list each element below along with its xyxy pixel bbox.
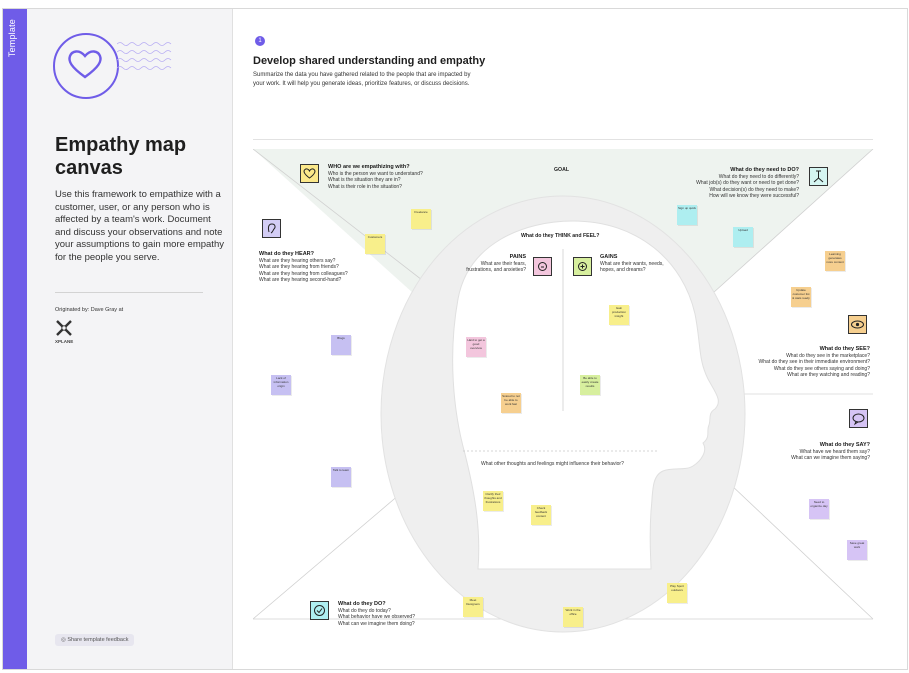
person-icon <box>300 164 319 183</box>
sticky-note[interactable]: Update customer list & stats ready <box>791 287 811 307</box>
who-title: WHO are we empathizing with? <box>328 164 410 170</box>
do-section: What do they DO? What do they do today? … <box>338 601 448 627</box>
do-line: What can we imagine them doing? <box>338 620 415 627</box>
hear-line: What are they hearing from colleagues? <box>259 270 348 277</box>
section-title: Develop shared understanding and empathy <box>253 55 486 67</box>
need-line: What do they need to do differently? <box>718 173 799 180</box>
header-divider <box>253 139 873 140</box>
hear-line: What are they hearing others say? <box>259 257 336 264</box>
sticky-note[interactable]: Work in the office <box>563 607 583 627</box>
template-frame: Template Empathy map canvas Use this fra… <box>2 8 908 670</box>
section-subtitle: Summarize the data you have gathered rel… <box>253 72 471 87</box>
sticky-note[interactable]: Meet Designers <box>463 597 483 617</box>
pains-title: PAINS <box>509 254 526 260</box>
template-label: Template <box>7 19 17 58</box>
say-line: What can we imagine them saying? <box>791 455 870 461</box>
sticky-note[interactable]: Lack of information origin <box>271 375 291 395</box>
hear-line: What are they hearing from friends? <box>259 264 339 270</box>
gains-title: GAINS <box>600 254 618 260</box>
see-line: What do they see others saying and doing… <box>773 365 870 372</box>
pain-face-icon <box>533 257 552 276</box>
xplane-logo-icon <box>56 320 72 336</box>
goal-label: GOAL <box>554 167 569 173</box>
other-thoughts-label: What other thoughts and feelings might i… <box>481 461 624 467</box>
sticky-note[interactable]: Be able to easily create results <box>580 375 600 395</box>
sticky-note[interactable]: Freelance <box>411 209 431 229</box>
need-line: How will we know they were successful? <box>709 193 799 199</box>
sticky-note[interactable]: Learning generates more content <box>825 251 845 271</box>
page-description: Use this framework to empathize with a c… <box>55 189 224 263</box>
head-silhouette <box>452 220 719 570</box>
say-line: What have we heard them say? <box>799 448 870 455</box>
empathy-map-canvas <box>253 149 874 633</box>
do-line: What behavior have we observed? <box>338 614 415 620</box>
sticky-note[interactable]: Save great work <box>847 540 867 560</box>
goal-flag-icon <box>809 167 828 186</box>
think-feel-label: What do they THINK and FEEL? <box>521 233 600 239</box>
hear-section: What do they HEAR? What are they hearing… <box>259 251 379 284</box>
see-line: What do they see in their immediate envi… <box>758 359 870 365</box>
who-line: Who is the person we want to understand? <box>328 170 423 177</box>
sticky-note[interactable]: Upload <box>733 227 753 247</box>
sticky-note[interactable]: Need to organize day <box>809 499 829 519</box>
need-title: What do they need to DO? <box>730 167 799 173</box>
sticky-note[interactable]: Sign up quick <box>677 205 697 225</box>
who-section: WHO are we empathizing with? Who is the … <box>328 164 458 190</box>
organizer-text: Originated by: Dave Gray at <box>55 307 124 313</box>
sticky-note[interactable]: Blogs <box>331 335 351 355</box>
see-line: What do they see in the marketplace? <box>786 352 870 359</box>
do-title: What do they DO? <box>338 601 386 607</box>
page-title: Empathy map canvas <box>55 134 187 179</box>
see-line: What are they watching and reading? <box>787 372 870 378</box>
see-section: What do they SEE? What do they see in th… <box>733 346 870 379</box>
speech-icon <box>849 409 868 428</box>
hear-line: What are they hearing second-hand? <box>259 277 342 283</box>
gain-face-icon <box>573 257 592 276</box>
who-line: What is their role in the situation? <box>328 183 402 190</box>
wave-decoration <box>117 42 172 70</box>
say-title: What do they SAY? <box>819 442 870 448</box>
left-panel: Empathy map canvas Use this framework to… <box>27 9 233 669</box>
sticky-note[interactable]: Play Sport outdoors <box>667 583 687 603</box>
xplane-logo-text: XPLANE <box>55 339 74 344</box>
ear-icon <box>262 219 281 238</box>
feedback-icon: ◎ <box>61 637 68 643</box>
divider <box>55 292 203 293</box>
sticky-note[interactable]: Check feedback content <box>531 505 551 525</box>
eye-icon <box>848 315 867 334</box>
template-rail: Template <box>3 9 27 669</box>
do-line: What do they do today? <box>338 607 391 614</box>
sticky-note[interactable]: Clarify their thoughts and frustrations <box>483 491 503 511</box>
need-section: What do they need to DO? What do they ne… <box>673 167 799 200</box>
sticky-note[interactable]: Gain production insight <box>609 305 629 325</box>
need-line: What decision(s) do they need to make? <box>709 186 800 193</box>
see-title: What do they SEE? <box>819 346 870 352</box>
sticky-note[interactable]: Scared to not be able to work fast <box>501 393 521 413</box>
pains-text: What are their fears, frustrations, and … <box>466 260 526 274</box>
gains-section: GAINS What are their wants, needs, hopes… <box>600 254 672 274</box>
heart-icon <box>53 33 119 99</box>
step-badge: 1 <box>255 36 265 46</box>
sticky-note[interactable]: Hard to get a good overview <box>466 337 486 357</box>
need-line: What job(s) do they want or need to get … <box>696 180 799 186</box>
pains-section: PAINS What are their fears, frustrations… <box>456 254 526 274</box>
say-section: What do they SAY? What have we heard the… <box>763 442 870 462</box>
who-line: What is the situation they are in? <box>328 177 401 183</box>
feedback-label: Share template feedback <box>67 637 129 643</box>
sticky-note[interactable]: Talk to team <box>331 467 351 487</box>
gains-text: What are their wants, needs, hopes, and … <box>600 260 664 274</box>
hear-title: What do they HEAR? <box>259 251 314 257</box>
sticky-note[interactable]: Customers <box>365 234 385 254</box>
share-feedback-button[interactable]: ◎ Share template feedback <box>55 634 135 646</box>
check-icon <box>310 601 329 620</box>
